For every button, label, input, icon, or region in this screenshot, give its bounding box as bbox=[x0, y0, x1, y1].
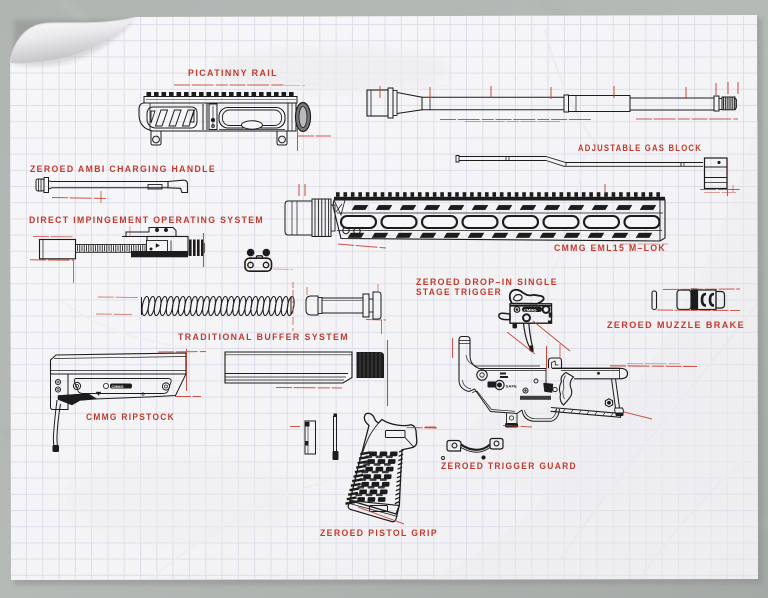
svg-text:SAFE: SAFE bbox=[506, 384, 518, 389]
svg-text:CMMG RIPSTOCK: CMMG RIPSTOCK bbox=[86, 412, 175, 423]
svg-text:ADJUSTABLE GAS BLOCK: ADJUSTABLE GAS BLOCK bbox=[578, 143, 702, 154]
svg-text:CMMG: CMMG bbox=[524, 307, 537, 312]
svg-text:ZEROED TRIGGER GUARD: ZEROED TRIGGER GUARD bbox=[441, 461, 577, 472]
svg-text:PICATINNY RAIL: PICATINNY RAIL bbox=[188, 68, 278, 79]
svg-text:CMMG: CMMG bbox=[112, 385, 124, 389]
svg-text:ZEROED MUZZLE BRAKE: ZEROED MUZZLE BRAKE bbox=[607, 320, 745, 331]
svg-text:ZEROED AMBI CHARGING HANDLE: ZEROED AMBI CHARGING HANDLE bbox=[30, 164, 216, 175]
svg-text:DIRECT IMPINGEMENT OPERATING S: DIRECT IMPINGEMENT OPERATING SYSTEM bbox=[29, 215, 264, 226]
svg-text:STAGE TRIGGER: STAGE TRIGGER bbox=[416, 287, 502, 298]
svg-text:ZEROED PISTOL GRIP: ZEROED PISTOL GRIP bbox=[320, 528, 438, 539]
svg-text:CMMG EML15 M–LOK: CMMG EML15 M–LOK bbox=[554, 243, 666, 254]
svg-text:ZEROED DROP–IN SINGLE: ZEROED DROP–IN SINGLE bbox=[416, 277, 558, 288]
svg-text:TRADITIONAL BUFFER SYSTEM: TRADITIONAL BUFFER SYSTEM bbox=[178, 332, 349, 343]
